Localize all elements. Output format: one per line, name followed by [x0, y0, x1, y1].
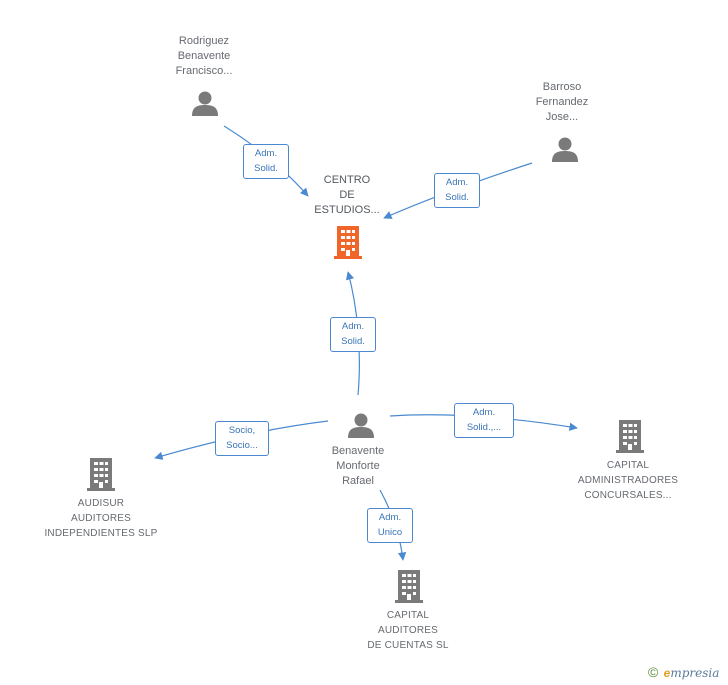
- edge-label-barroso-center[interactable]: Adm. Solid.: [434, 173, 480, 208]
- edge-label-benavente-audisur[interactable]: Socio, Socio...: [215, 421, 269, 456]
- brand-footer: © empresia: [648, 664, 719, 680]
- edge-label-benavente-capital-aud[interactable]: Adm. Unico: [367, 508, 413, 543]
- building-icon[interactable]: [87, 458, 115, 491]
- edge-label-benavente-center[interactable]: Adm. Solid.: [330, 317, 376, 352]
- copyright-icon: ©: [648, 664, 659, 680]
- building-icon-focus[interactable]: [334, 226, 362, 259]
- building-icon[interactable]: [395, 570, 423, 603]
- edge-label-benavente-capital-adm[interactable]: Adm. Solid.,...: [454, 403, 514, 438]
- node-label-capital-aud[interactable]: CAPITAL AUDITORES DE CUENTAS SL: [367, 610, 449, 651]
- person-icon[interactable]: [192, 91, 218, 117]
- node-label-capital-adm[interactable]: CAPITAL ADMINISTRADORES CONCURSALES...: [577, 460, 679, 501]
- person-icon[interactable]: [552, 137, 578, 163]
- edge-label-rodriguez-center[interactable]: Adm. Solid.: [243, 144, 289, 179]
- node-label-benavente[interactable]: Benavente Monforte Rafael: [331, 445, 385, 487]
- node-label-audisur[interactable]: AUDISUR AUDITORES INDEPENDIENTES SLP: [44, 498, 158, 539]
- brand-logo-text: mpresia: [670, 666, 720, 680]
- brand-logo-initial: e: [663, 666, 671, 680]
- node-label-center[interactable]: CENTRO DE ESTUDIOS...: [314, 174, 380, 216]
- person-icon[interactable]: [348, 413, 374, 439]
- node-label-barroso[interactable]: Barroso Fernandez Jose...: [535, 81, 589, 123]
- building-icon[interactable]: [616, 420, 644, 453]
- node-label-rodriguez[interactable]: Rodriguez Benavente Francisco...: [175, 35, 233, 77]
